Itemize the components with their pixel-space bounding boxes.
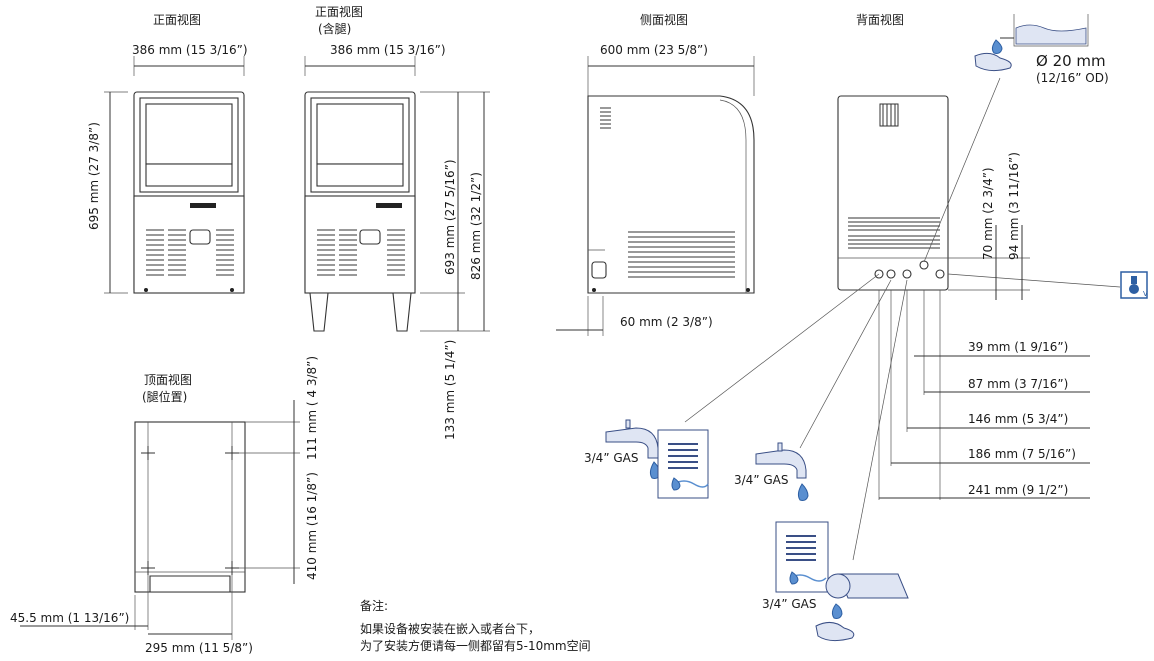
water-drop-icon xyxy=(991,39,1003,54)
side-view: 侧面视图 600 mm (23 5/8”) 60 mm (2 3/8”) xyxy=(556,12,755,336)
gas-label-2: 3/4” GAS xyxy=(734,473,788,487)
notes-line-2: 为了安装方便请每一侧都留有5-10mm空间 xyxy=(360,638,591,653)
front-grille xyxy=(146,229,234,276)
gas-label-3: 3/4” GAS xyxy=(762,597,816,611)
top-view: 顶面视图 (腿位置) 111 mm ( 4 3/8”) 410 mm (16 1… xyxy=(10,356,319,655)
front-view: 正面视图 386 mm (15 3/16”) 695 mm (27 3/8”) xyxy=(87,12,248,294)
drain-size: Ø 20 mm xyxy=(1036,52,1106,70)
top-front-offset-dim: 111 mm ( 4 3/8”) xyxy=(305,356,319,460)
front-legs-height-dim: 693 mm (27 5/16”) xyxy=(443,159,457,275)
front-view-title: 正面视图 xyxy=(153,12,201,27)
front-legs-title: 正面视图 xyxy=(315,4,363,19)
water-inlet-1 xyxy=(605,419,709,499)
faucet-icon xyxy=(755,449,807,479)
side-depth-dim: 600 mm (23 5/8”) xyxy=(600,43,708,57)
front-width-dim: 386 mm (15 3/16”) xyxy=(132,43,248,57)
brand-badge xyxy=(190,203,216,208)
control-panel xyxy=(189,229,211,245)
back-view-title: 背面视图 xyxy=(856,12,904,27)
gas-label-1: 3/4” GAS xyxy=(584,451,638,465)
water-inlet-2 xyxy=(755,442,809,501)
back-d186-dim: 186 mm (7 5/16”) xyxy=(968,447,1076,461)
back-h70-dim: 70 mm (2 3/4”) xyxy=(981,167,995,260)
leg-right xyxy=(392,292,412,332)
side-offset-dim: 60 mm (2 3/8”) xyxy=(620,315,713,329)
svg-text:V: V xyxy=(1143,290,1148,298)
top-side-offset-dim: 45.5 mm (1 13/16”) xyxy=(10,611,129,625)
front-legs-subtitle: (含腿) xyxy=(318,21,351,36)
notes-heading: 备注: xyxy=(360,598,388,613)
back-d39-dim: 39 mm (1 9/16”) xyxy=(968,340,1068,354)
coil-icon xyxy=(657,429,709,499)
back-d87-dim: 87 mm (3 7/16”) xyxy=(968,377,1068,391)
front-legs-width-dim: 386 mm (15 3/16”) xyxy=(330,43,446,57)
notes: 备注: 如果设备被安装在嵌入或者台下， 为了安装方便请每一侧都留有5-10mm空… xyxy=(360,598,591,653)
drain-outlet xyxy=(775,521,909,642)
back-view: 背面视图 70 mm (2 3/4”) 94 mm (3 11/16”) 39 … xyxy=(684,12,1121,561)
notes-line-1: 如果设备被安装在嵌入或者台下， xyxy=(360,621,540,636)
total-height-dim: 826 mm (32 1/2”) xyxy=(469,172,483,280)
faucet-icon xyxy=(605,427,659,459)
drain-od: (12/16” OD) xyxy=(1036,71,1109,85)
leg-left xyxy=(309,292,329,332)
top-leg-width-dim: 295 mm (11 5/8”) xyxy=(145,641,253,655)
power-plug-icon: V xyxy=(1120,271,1148,299)
top-view-subtitle: (腿位置) xyxy=(142,389,187,404)
top-view-title: 顶面视图 xyxy=(144,372,192,387)
top-leg-spacing-dim: 410 mm (16 1/8”) xyxy=(305,472,319,580)
back-d241-dim: 241 mm (9 1/2”) xyxy=(968,483,1068,497)
front-view-legs: 正面视图 (含腿) 386 mm (15 3/16”) 693 mm (27 5… xyxy=(304,4,490,440)
leg-height-dim: 133 mm (5 1/4”) xyxy=(443,340,457,440)
front-height-dim: 695 mm (27 3/8”) xyxy=(87,122,101,230)
back-d146-dim: 146 mm (5 3/4”) xyxy=(968,412,1068,426)
side-view-title: 侧面视图 xyxy=(640,12,688,27)
back-h94-dim: 94 mm (3 11/16”) xyxy=(1007,152,1021,260)
drain-tank-icon xyxy=(974,14,1089,72)
